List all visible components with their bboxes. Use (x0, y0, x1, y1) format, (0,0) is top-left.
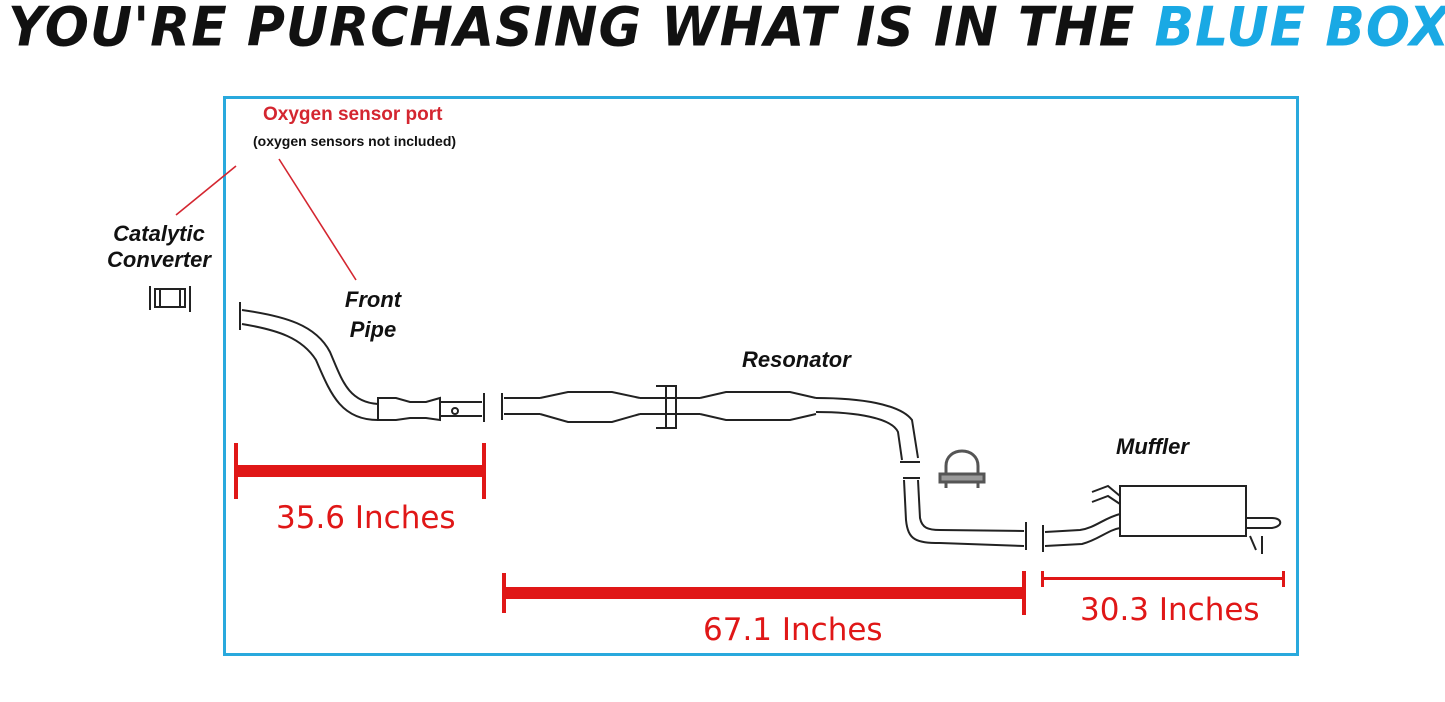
resonator-drawing (501, 385, 920, 463)
blue-box-frame (223, 96, 1299, 656)
measure-bar-resonator (502, 571, 1026, 615)
muffler-label: Muffler (1116, 434, 1189, 459)
measurement-resonator: 67.1 Inches (703, 612, 883, 648)
banner: YOU'RE PURCHASING WHAT IS IN THE BLUE BO… (0, 0, 1445, 70)
oxygen-sensor-port-label: Oxygen sensor port (263, 104, 443, 125)
intermediate-pipe-drawing (903, 477, 1027, 550)
banner-title: YOU'RE PURCHASING WHAT IS IN THE BLUE BO… (8, 0, 1445, 59)
measurement-muffler: 30.3 Inches (1080, 592, 1260, 628)
oxygen-leader-line-right (278, 158, 357, 281)
banner-title-highlight: BLUE BOX (1154, 0, 1445, 59)
muffler-drawing (1042, 484, 1282, 554)
u-bolt-clamp-icon (938, 449, 986, 488)
front-pipe-label-line1: Front (344, 287, 402, 312)
banner-title-main: YOU'RE PURCHASING WHAT IS IN THE (8, 0, 1155, 59)
front-pipe-label-line2: Pipe (349, 317, 397, 342)
front-pipe-drawing (239, 302, 485, 422)
measure-bar-front-pipe (234, 443, 486, 499)
measurement-front-pipe: 35.6 Inches (276, 500, 456, 536)
catalytic-converter-label-line1: Catalytic (113, 221, 205, 246)
resonator-label: Resonator (742, 347, 851, 372)
oxygen-sensor-note: (oxygen sensors not included) (253, 133, 457, 149)
catalytic-converter-label: Catalytic Converter (104, 221, 214, 273)
measure-bar-muffler (1041, 571, 1285, 587)
catalytic-converter-icon (149, 286, 191, 312)
catalytic-converter-label-line2: Converter (107, 247, 211, 272)
front-pipe-label: Front Pipe (330, 285, 416, 345)
oxygen-leader-line-left (175, 165, 237, 216)
